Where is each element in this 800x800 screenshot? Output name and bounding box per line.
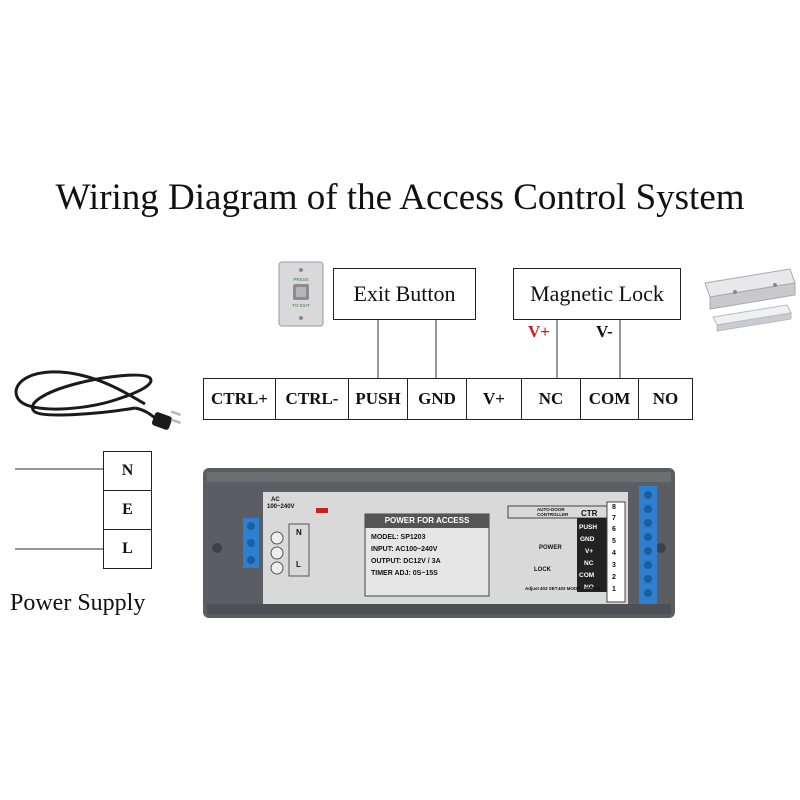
power-cell-e: E [103,490,152,530]
plate-model: MODEL: SP1203 [371,534,426,541]
plate-title: POWER FOR ACCESS [384,516,470,525]
lock-v-plus-label: V+ [528,322,550,341]
terminal-no: NO [652,389,679,408]
exit-button-device: PRESS TO EXIT [278,261,324,327]
auto-door-label: AUTO-DOOR CONTROLLER [537,507,569,517]
terminal-gnd: GND [408,379,467,419]
ctr-label: CTR [581,509,598,518]
right-label-push: PUSH [579,524,598,531]
lock-v-minus-label: V- [596,322,613,341]
right-number-2: 2 [612,574,616,581]
magnetic-lock-device [704,268,796,332]
mode-label: 403 MODE [558,586,581,591]
terminal-ctrl-plus: CTRL+ [204,379,276,419]
right-number-5: 5 [612,538,616,545]
power-indicator-label: POWER [539,545,562,551]
lock-indicator-label: LOCK [534,567,551,573]
ac-label-line2: 100~240V [267,504,295,510]
right-label-vplus: V+ [585,548,594,555]
exit-button-exit-text: TO EXIT [292,303,310,308]
timer-label: TIMER [586,586,600,591]
terminal-push: PUSH [349,379,408,419]
right-number-6: 6 [612,526,616,533]
ac-label-line1: AC [271,497,280,503]
right-number-3: 3 [612,562,616,569]
terminal-ctrl-minus: CTRL- [276,379,349,419]
right-number-4: 4 [612,550,616,557]
terminal-nc: NC [522,379,581,419]
right-label-no: NO [584,584,594,591]
right-number-1: 1 [612,586,616,593]
left-terminal-l: L [296,560,301,569]
exit-button-label: Exit Button [333,268,476,320]
right-number-7: 7 [612,515,616,522]
set-label: 403 SET [540,586,558,591]
plate-timer: TIMER ADJ: 0S~15S [371,570,438,577]
power-cord-image [14,370,182,430]
terminal-row: CTRL+ CTRL- PUSH GND V+ NC COM NO [203,378,693,420]
terminal-com: COM [581,379,639,419]
power-cell-n: N [103,451,152,491]
power-supply-device: AC 100~240V N L POWER FOR ACCESS MODEL: … [203,468,675,618]
terminal-v-plus: V+ [467,379,522,419]
adjust-label: Adjust [525,586,539,591]
page-title: Wiring Diagram of the Access Control Sys… [55,177,745,218]
plate-input: INPUT: AC100~240V [371,546,438,553]
right-label-com: COM [579,572,595,579]
magnetic-lock-label: Magnetic Lock [513,268,681,320]
right-label-gnd: GND [580,536,595,543]
right-label-nc: NC [584,560,594,567]
exit-button-press-text: PRESS [293,277,308,282]
power-supply-label: Power Supply [10,590,146,616]
power-cell-l: L [103,529,152,569]
right-number-8: 8 [612,504,616,511]
left-terminal-n: N [296,528,302,537]
plate-output: OUTPUT: DC12V / 3A [371,558,441,565]
